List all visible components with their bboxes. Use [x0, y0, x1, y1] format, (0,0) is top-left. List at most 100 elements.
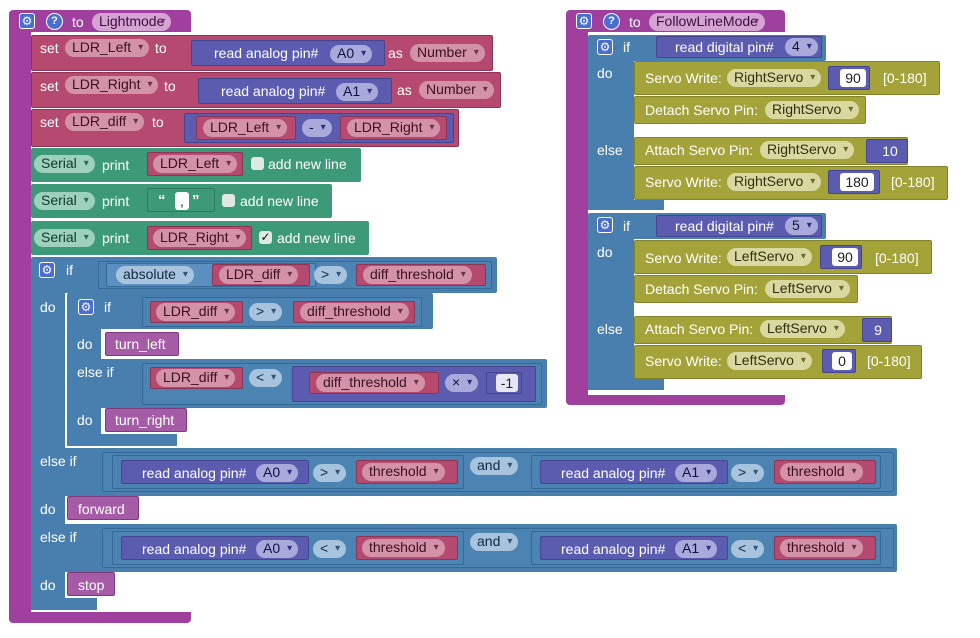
pin-dropdown[interactable]: A1 [336, 83, 379, 101]
variable-dropdown[interactable]: threshold [362, 539, 445, 557]
call-stop-block[interactable] [67, 572, 115, 596]
pin-dropdown[interactable]: A1 [675, 464, 718, 482]
variable-dropdown[interactable]: LDR_diff [156, 369, 236, 387]
variable-dropdown[interactable]: LDR_diff [65, 113, 145, 131]
variable-dropdown[interactable]: LDR_Right [153, 229, 247, 247]
attach-label: Attach Servo Pin: [645, 321, 754, 337]
variable-dropdown[interactable]: LDR_Right [347, 119, 441, 137]
function-name-field[interactable]: Lightmode [92, 13, 172, 31]
function-name-field[interactable]: FollowLineMode [649, 13, 765, 31]
operator-dropdown[interactable]: > [313, 464, 347, 482]
newline-checkbox[interactable] [251, 157, 264, 170]
variable-dropdown[interactable]: LDR_Left [153, 155, 238, 173]
gear-icon[interactable]: ⚙ [78, 299, 94, 315]
variable-dropdown[interactable]: LDR_Left [65, 39, 150, 57]
as-label: as [388, 45, 403, 61]
gear-icon[interactable]: ⚙ [19, 13, 35, 29]
gear-icon[interactable]: ⚙ [597, 217, 613, 233]
servo-dropdown[interactable]: RightServo [727, 69, 822, 87]
variable-dropdown[interactable]: LDR_Left [203, 119, 288, 137]
print-label: print [102, 193, 130, 209]
variable-dropdown[interactable]: LDR_diff [156, 303, 236, 321]
help-icon[interactable]: ? [603, 13, 620, 30]
variable-dropdown[interactable]: threshold [362, 463, 445, 481]
elseif-label: else if [40, 529, 77, 545]
operator-dropdown[interactable]: > [249, 303, 283, 321]
number-block[interactable] [862, 318, 892, 342]
read-analog-label: read analog pin# [561, 541, 666, 557]
servo-dropdown[interactable]: LeftServo [760, 320, 845, 338]
serial-dropdown[interactable]: Serial [34, 192, 95, 210]
operator-dropdown[interactable]: < [731, 540, 765, 558]
gear-icon[interactable]: ⚙ [597, 39, 613, 55]
read-analog-label: read analog pin# [561, 465, 666, 481]
if-label: if [66, 262, 73, 278]
variable-dropdown[interactable]: diff_threshold [316, 374, 425, 392]
else-label: else [597, 321, 623, 337]
string-field[interactable]: , [175, 192, 189, 210]
operator-dropdown[interactable]: × [445, 374, 479, 392]
servo-dropdown[interactable]: RightServo [760, 141, 855, 159]
servo-dropdown[interactable]: LeftServo [727, 352, 812, 370]
elseif-label: else if [77, 364, 114, 380]
call-forward-block[interactable] [67, 496, 139, 520]
range-label: [0-180] [883, 70, 927, 86]
function-dropdown[interactable]: absolute [116, 266, 194, 284]
type-dropdown[interactable]: Number [410, 44, 485, 62]
number-field[interactable]: 0 [832, 352, 852, 370]
number-field[interactable]: 10 [882, 143, 898, 159]
to-label: to [155, 40, 167, 56]
number-field[interactable]: 9 [874, 322, 882, 338]
logic-dropdown[interactable]: and [470, 533, 519, 551]
read-digital-block[interactable] [656, 36, 822, 58]
pin-dropdown[interactable]: A0 [330, 45, 373, 63]
number-field[interactable]: 90 [832, 248, 858, 266]
pin-dropdown[interactable]: 4 [785, 38, 818, 56]
newline-label: add new line [268, 156, 347, 172]
number-field[interactable]: 90 [840, 69, 866, 87]
operator-dropdown[interactable]: - [302, 119, 332, 137]
call-label: turn_right [115, 412, 175, 428]
variable-dropdown[interactable]: diff_threshold [300, 303, 409, 321]
print-label: print [102, 230, 130, 246]
logic-dropdown[interactable]: and [470, 457, 519, 475]
pin-dropdown[interactable]: 5 [785, 217, 818, 235]
gear-icon[interactable]: ⚙ [39, 262, 55, 278]
pin-dropdown[interactable]: A0 [256, 540, 299, 558]
operator-dropdown[interactable]: > [314, 266, 348, 284]
servo-dropdown[interactable]: LeftServo [765, 280, 850, 298]
operator-dropdown[interactable]: < [249, 369, 283, 387]
pin-dropdown[interactable]: A1 [675, 540, 718, 558]
serial-dropdown[interactable]: Serial [34, 155, 95, 173]
number-block[interactable] [866, 139, 908, 163]
variable-dropdown[interactable]: threshold [780, 539, 863, 557]
read-digital-label: read digital pin# [675, 39, 774, 55]
newline-checkbox[interactable]: ✓ [259, 230, 272, 244]
variable-dropdown[interactable]: threshold [780, 463, 863, 481]
read-analog-label: read analog pin# [142, 541, 247, 557]
variable-dropdown[interactable]: LDR_Right [65, 76, 159, 94]
number-field[interactable]: -1 [496, 374, 518, 392]
call-turn-right-block[interactable] [105, 408, 187, 432]
serial-dropdown[interactable]: Serial [34, 229, 95, 247]
servo-dropdown[interactable]: RightServo [727, 173, 822, 191]
servo-dropdown[interactable]: LeftServo [727, 248, 812, 266]
operator-dropdown[interactable]: > [731, 464, 765, 482]
else-label: else [597, 142, 623, 158]
operator-dropdown[interactable]: < [313, 540, 347, 558]
pin-dropdown[interactable]: A0 [256, 464, 299, 482]
call-turn-left-block[interactable] [105, 332, 179, 356]
read-digital-block[interactable] [656, 215, 822, 237]
servo-dropdown[interactable]: RightServo [765, 101, 860, 119]
newline-checkbox[interactable] [222, 194, 235, 207]
range-label: [0-180] [891, 174, 935, 190]
variable-dropdown[interactable]: diff_threshold [363, 266, 472, 284]
do-label: do [77, 336, 93, 352]
help-icon[interactable]: ? [46, 13, 63, 30]
read-analog-label: read analog pin# [142, 465, 247, 481]
number-field[interactable]: 180 [840, 173, 874, 191]
type-dropdown[interactable]: Number [419, 81, 494, 99]
servo-write-label: Servo Write: [645, 250, 722, 266]
variable-dropdown[interactable]: LDR_diff [219, 266, 299, 284]
gear-icon[interactable]: ⚙ [576, 13, 592, 29]
